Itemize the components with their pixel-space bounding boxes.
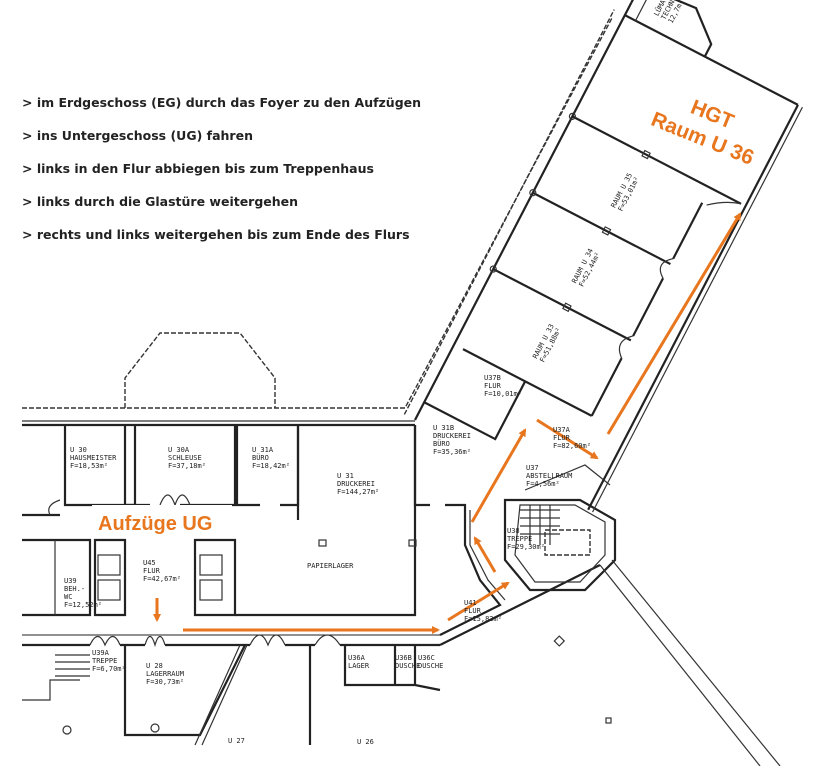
room-label-line: U 27	[228, 737, 245, 745]
room-label-line: F=30,73m²	[146, 678, 184, 686]
instruction-step-4: > links durch die Glastüre weitergehen	[22, 194, 299, 209]
room-label-line: SCHLEUSE	[168, 454, 202, 462]
instruction-step-1: > im Erdgeschoss (EG) durch das Foyer zu…	[22, 95, 422, 110]
room-label-line: F=82,60m²	[553, 442, 591, 450]
room-label-line: FLUR	[484, 382, 502, 390]
route-arrow-3	[447, 581, 510, 622]
room-label-line: F=18,42m²	[252, 462, 290, 470]
room-label-line: LAGER	[348, 662, 370, 670]
room-label-line: DUSCHE	[418, 662, 443, 670]
room-label-line: U39A	[92, 649, 110, 657]
room-label-line: BÜRO	[252, 453, 269, 462]
room-label-u26: U 26	[357, 738, 374, 746]
room-label-line: TREPPE	[507, 535, 532, 543]
elevators-label: Aufzüge UG	[98, 513, 212, 535]
room-label-line: PAPIERLAGER	[307, 562, 354, 570]
building-outline-dashed	[22, 17, 613, 409]
room-label-u27: U 27	[228, 737, 245, 745]
room-label-line: U 30	[70, 446, 87, 454]
room-label-u33: RAUM U 33F=51,88m²	[531, 323, 563, 364]
route-arrow-5	[470, 428, 527, 523]
room-label-line: F=12,52m²	[64, 601, 102, 609]
room-label-line: U 30A	[168, 446, 190, 454]
room-label-line: U37	[526, 464, 539, 472]
room-label-line: U36A	[348, 654, 366, 662]
room-label-line: F=4,56m²	[526, 480, 560, 488]
room-label-u35: RAUM U 35F=53,01m²	[610, 172, 642, 213]
room-label-line: U36C	[418, 654, 435, 662]
room-label-line: U 31A	[252, 446, 274, 454]
instruction-step-5: > rechts und links weitergehen bis zum E…	[22, 227, 410, 242]
canopy-outline	[124, 332, 276, 408]
room-label-line: U 31B	[433, 424, 454, 432]
room-label-line: F=144,27m²	[337, 488, 379, 496]
room-label-line: F=18,53m²	[70, 462, 108, 470]
room-label-line: DRUCKEREI	[433, 432, 471, 440]
room-label-line: F=6,70m²	[92, 665, 126, 673]
room-label-line: HAUSMEISTER	[70, 454, 117, 462]
room-label-line: BÜRO	[433, 439, 450, 448]
route-arrow-4	[473, 536, 497, 573]
room-label-line: FLUR	[464, 607, 482, 615]
room-label-line: F=29,30m²	[507, 543, 545, 551]
room-label-line: U 31	[337, 472, 354, 480]
room-label-line: F=10,01m²	[484, 390, 522, 398]
stair-area-walls	[413, 425, 781, 766]
room-label-line: U36B	[395, 654, 412, 662]
room-label-u34: RAUM U 34F=52,44m²	[570, 247, 602, 288]
room-label-papierlager: PAPIERLAGER	[307, 562, 354, 570]
room-label-line: DRUCKEREI	[337, 480, 375, 488]
room-label-line: F=37,18m²	[168, 462, 206, 470]
room-label-line: U 28	[146, 662, 163, 670]
route-arrow-7	[606, 212, 742, 435]
room-label-line: U39	[64, 577, 77, 585]
route	[153, 212, 742, 634]
room-label-line: U37B	[484, 374, 501, 382]
destination-label: HGT Raum U 36	[648, 96, 757, 170]
room-label-line: F=35,36m²	[433, 448, 471, 456]
instruction-step-2: > ins Untergeschoss (UG) fahren	[22, 128, 253, 143]
room-label-line: F=15,82m²	[464, 615, 502, 623]
room-label-line: U37A	[553, 426, 571, 434]
route-arrow-6	[536, 418, 599, 460]
room-label-line: WC	[64, 593, 72, 601]
room-label-line: ABSTELLRAUM	[526, 472, 572, 480]
room-label-line: U41	[464, 599, 477, 607]
room-label-line: U 26	[357, 738, 374, 746]
room-label-line: DUSCHE	[395, 662, 420, 670]
instruction-step-3: > links in den Flur abbiegen bis zum Tre…	[22, 161, 374, 176]
room-label-line: TREPPE	[92, 657, 117, 665]
room-label-line: LAGERRAUM	[146, 670, 184, 678]
room-label-line: F=42,67m²	[143, 575, 181, 583]
room-label-line: U38	[507, 527, 520, 535]
room-label-line: FLUR	[143, 567, 161, 575]
room-label-line: FLUR	[553, 434, 571, 442]
room-label-line: BEH.-	[64, 585, 85, 593]
room-label-line: U45	[143, 559, 156, 567]
